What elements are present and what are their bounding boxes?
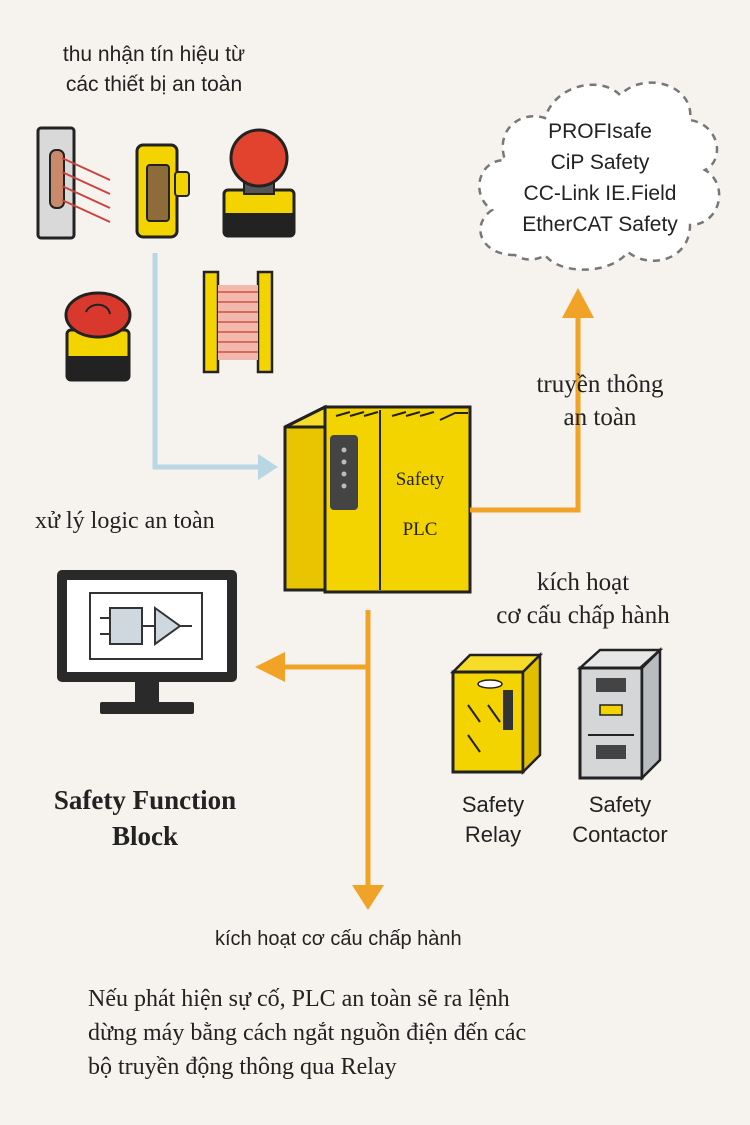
contactor-label: Safety Contactor: [552, 790, 688, 850]
bottom-label: kích hoạt cơ cấu chấp hành: [215, 928, 462, 950]
protocol-list: PROFIsafe CiP Safety CC-Link IE.Field Et…: [480, 116, 720, 240]
function-block-label: Safety Function Block: [20, 782, 270, 854]
contactor-label-line-1: Safety: [588, 792, 652, 817]
logic-label: xử lý logic an toàn: [35, 508, 215, 534]
monitor-icon: [57, 570, 237, 714]
output-arrowhead-down: [352, 885, 384, 910]
safety-relay-icon: [449, 651, 544, 776]
actuate-label-line-2: cơ cấu chấp hành: [496, 602, 670, 629]
input-label-line-2: các thiết bị an toàn: [65, 73, 243, 96]
input-label-line-1: thu nhận tín hiệu từ: [62, 43, 246, 66]
description-line-3: bộ truyền động thông qua Relay: [88, 1054, 397, 1080]
comm-label-line-1: truyền thông: [536, 371, 664, 398]
relay-label: Safety Relay: [440, 790, 546, 850]
plc-label-line-1: Safety: [395, 469, 445, 490]
contactor-label-line-2: Contactor: [572, 822, 668, 847]
function-block-label-line-2: Block: [111, 821, 178, 851]
input-arrowhead: [258, 454, 278, 480]
comm-label-line-2: an toàn: [563, 404, 637, 431]
comm-arrowhead: [562, 288, 594, 318]
description: Nếu phát hiện sự cố, PLC an toàn sẽ ra l…: [88, 982, 708, 1084]
light-sensor-icon: [36, 126, 111, 240]
emergency-stop-icon: [222, 128, 296, 238]
safety-contactor-icon: [576, 646, 664, 782]
safety-plc-icon: [283, 404, 472, 594]
light-curtain-icon: [202, 270, 274, 374]
output-arrowhead-left: [255, 652, 285, 682]
protocol-cip-safety: CiP Safety: [550, 151, 650, 174]
description-line-1: Nếu phát hiện sự cố, PLC an toàn sẽ ra l…: [88, 986, 510, 1012]
relay-label-line-1: Safety: [461, 792, 525, 817]
protocol-cc-link: CC-Link IE.Field: [523, 182, 677, 205]
interlock-switch-icon: [135, 143, 190, 239]
actuate-label-line-1: kích hoạt: [536, 569, 630, 596]
input-signal-arrow: [152, 253, 258, 470]
actuate-label: kích hoạt cơ cấu chấp hành: [458, 566, 708, 632]
function-block-label-line-1: Safety Function: [53, 785, 237, 815]
emergency-stop-button-icon: [64, 291, 132, 382]
comm-label: truyền thông an toàn: [500, 368, 700, 434]
protocol-ethercat-safety: EtherCAT Safety: [522, 213, 678, 236]
input-label: thu nhận tín hiệu từ các thiết bị an toà…: [20, 40, 288, 100]
description-line-2: dừng máy bằng cách ngắt nguồn điện đến c…: [88, 1020, 527, 1046]
protocol-cloud: [478, 81, 721, 271]
plc-label: Safety PLC: [380, 455, 460, 555]
plc-label-line-2: PLC: [402, 519, 438, 540]
comm-arrow: [470, 318, 581, 513]
relay-label-line-2: Relay: [464, 822, 522, 847]
protocol-profisafe: PROFIsafe: [548, 120, 652, 143]
